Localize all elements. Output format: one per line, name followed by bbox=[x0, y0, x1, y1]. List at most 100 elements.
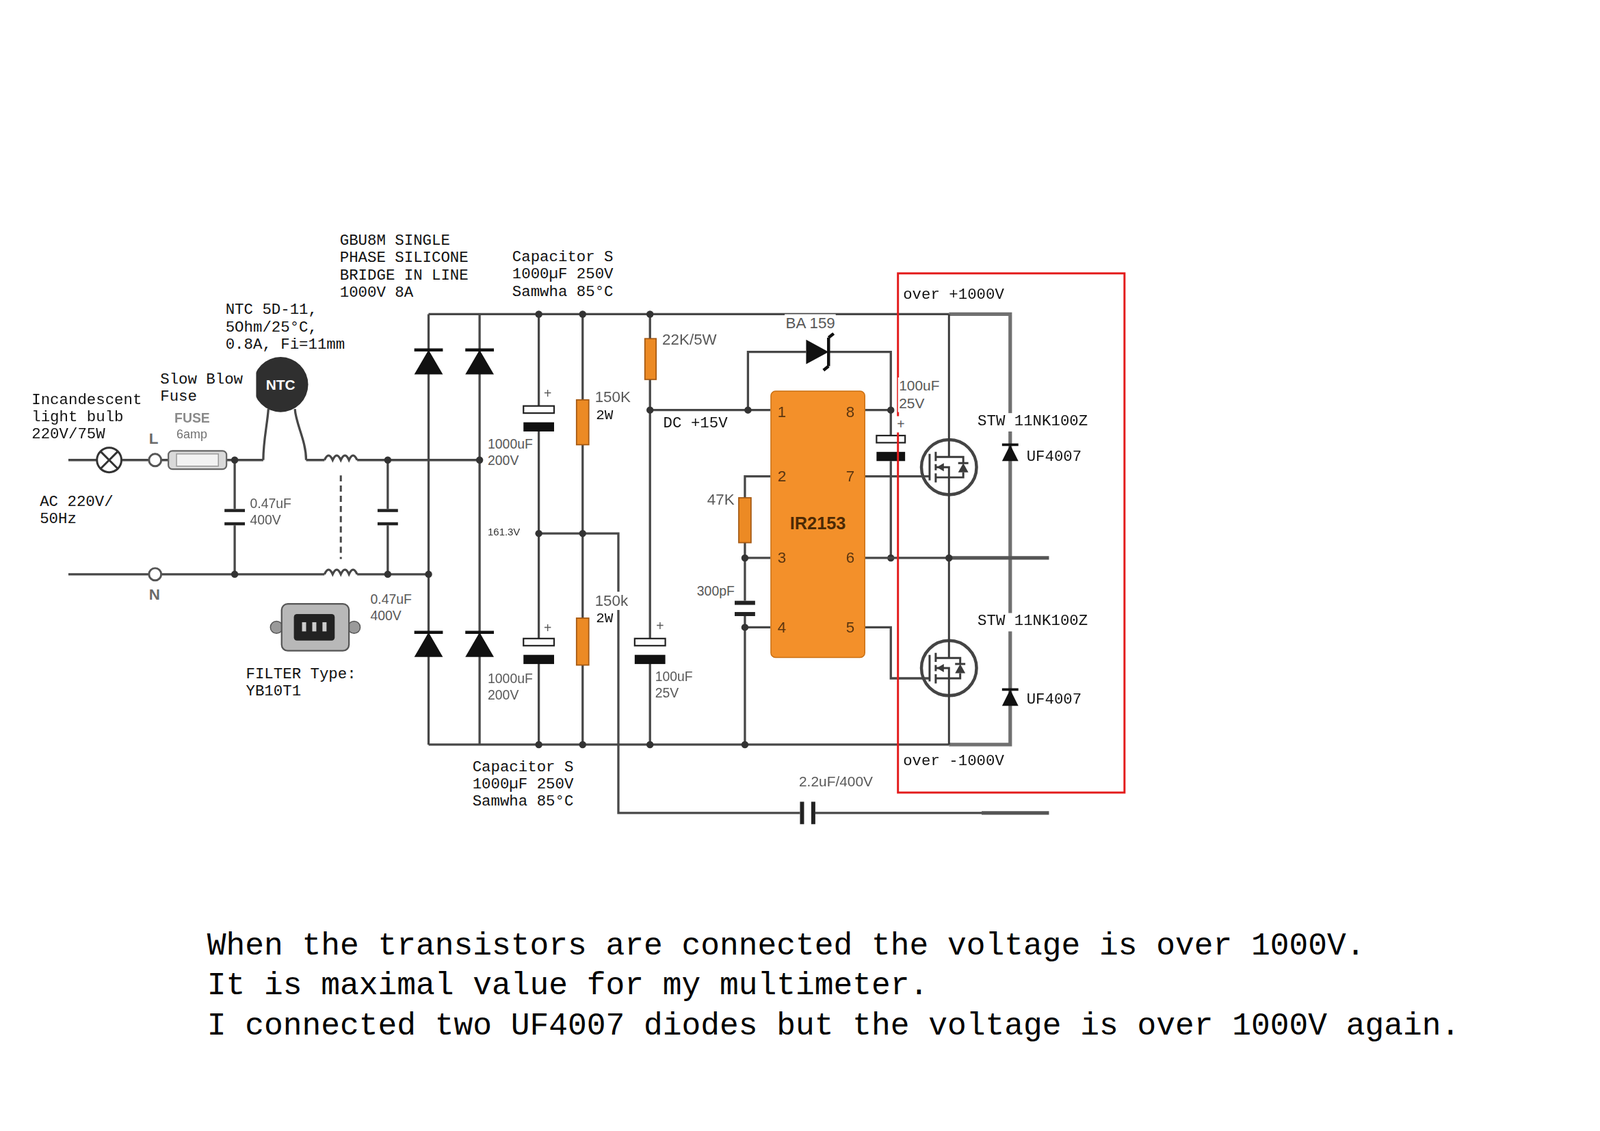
capacitor-symbol bbox=[224, 522, 245, 526]
capacitor-value: 100uF 25V bbox=[653, 669, 704, 703]
junction-dot bbox=[384, 456, 392, 464]
diode-symbol bbox=[465, 632, 494, 658]
part-spec: NTC 5D-11, 5Ohm/25°C, 0.8A, Fi=11mm bbox=[224, 302, 349, 355]
terminal-symbol bbox=[149, 568, 162, 581]
capacitor-symbol bbox=[523, 422, 555, 432]
gate-drive-wire bbox=[865, 627, 897, 679]
resistor-symbol bbox=[738, 497, 752, 544]
junction-dot bbox=[579, 530, 587, 537]
pin-number: 7 bbox=[844, 467, 856, 486]
fuse-symbol bbox=[168, 450, 227, 470]
polarity-mark: + bbox=[655, 618, 665, 635]
capacitor-symbol bbox=[634, 655, 666, 665]
lamp-symbol bbox=[97, 448, 122, 473]
capacitor-symbol bbox=[634, 638, 666, 646]
diode-symbol bbox=[414, 350, 494, 633]
pin-number: 3 bbox=[776, 549, 787, 568]
terminal-name: N bbox=[147, 585, 161, 605]
filter-picture bbox=[311, 622, 317, 632]
junction-dot bbox=[579, 741, 587, 749]
junction-dot bbox=[534, 310, 542, 318]
resistor-symbol bbox=[645, 338, 657, 380]
resistor-rating: 2W bbox=[595, 407, 615, 425]
transistor-part: STW 11NK100Z bbox=[976, 613, 1090, 633]
polarity-mark: + bbox=[543, 620, 553, 637]
capacitor-symbol bbox=[876, 435, 906, 443]
junction-dot bbox=[231, 571, 239, 579]
filter-picture bbox=[270, 621, 283, 634]
output-wire bbox=[948, 313, 1011, 745]
note-text: I connected two UF4007 diodes but the vo… bbox=[205, 1008, 1462, 1046]
capacitor-symbol bbox=[734, 601, 756, 606]
part-spec: Capacitor S 1000µF 250V Samwha 85°C bbox=[471, 759, 596, 812]
mosfet-symbol bbox=[954, 664, 966, 674]
part-spec: Capacitor S 1000µF 250V Samwha 85°C bbox=[510, 248, 636, 301]
lamp-symbol bbox=[101, 452, 118, 469]
junction-dots bbox=[231, 310, 953, 749]
resistor-value: 47K bbox=[705, 491, 736, 510]
part-spec: GBU8M SINGLE PHASE SILICONE BRIDGE IN LI… bbox=[338, 232, 491, 302]
capacitor-symbol bbox=[377, 522, 399, 526]
part-spec: FILTER Type: YB10T1 bbox=[244, 666, 360, 702]
junction-dot bbox=[887, 406, 895, 414]
pin-number: 2 bbox=[776, 467, 787, 486]
capacitor-symbol bbox=[876, 452, 906, 462]
diode-symbol bbox=[1002, 689, 1019, 706]
capacitor-value: 100uF 25V bbox=[898, 377, 948, 413]
mosfet-symbol bbox=[929, 313, 969, 559]
thermistor-name: NTC bbox=[266, 376, 296, 393]
resistor-value: 150K bbox=[593, 387, 632, 407]
filter-picture bbox=[281, 604, 349, 652]
junction-dot bbox=[534, 530, 542, 537]
part-spec: Slow Blow Fuse bbox=[159, 371, 256, 407]
junction-dot bbox=[579, 310, 587, 318]
capacitor-symbol bbox=[734, 612, 756, 617]
capacitor-value: 0.47uF 400V bbox=[248, 495, 299, 529]
pin-number: 6 bbox=[844, 549, 856, 568]
diode-symbol bbox=[823, 333, 834, 371]
terminal-name: L bbox=[147, 429, 160, 449]
polarity-mark: + bbox=[543, 385, 553, 403]
source-spec: AC 220V/ 50Hz bbox=[38, 493, 127, 529]
junction-dot bbox=[231, 456, 239, 464]
voltage-reading: over -1000V bbox=[902, 753, 1006, 772]
junction-dot bbox=[646, 310, 654, 318]
resistor-value: 150k bbox=[593, 591, 630, 611]
capacitor-symbol bbox=[811, 801, 816, 825]
filter-picture bbox=[322, 622, 327, 632]
junction-dot bbox=[646, 406, 654, 414]
diode-symbol bbox=[1002, 444, 1019, 690]
junction-dot bbox=[646, 741, 654, 749]
junction-dot bbox=[534, 741, 542, 749]
note-text: When the transistors are connected the v… bbox=[205, 928, 1367, 966]
part-name: BA 159 bbox=[784, 313, 836, 333]
diode-symbol bbox=[1002, 444, 1019, 462]
mosfet-symbol bbox=[936, 664, 944, 673]
junction-dot bbox=[945, 554, 953, 562]
pin-number: 4 bbox=[776, 618, 787, 637]
capacitor-value: 1000uF 200V bbox=[487, 671, 537, 705]
fuse-symbol bbox=[176, 454, 219, 467]
capacitor-value: 0.47uF 400V bbox=[369, 591, 419, 625]
diode-symbol bbox=[414, 632, 444, 658]
ic-package: IR2153 bbox=[770, 390, 866, 659]
voltage-note: DC +15V bbox=[662, 415, 729, 433]
capacitor-symbol bbox=[523, 655, 555, 665]
diode-part: UF4007 bbox=[1025, 448, 1083, 468]
wire bbox=[263, 409, 307, 461]
mosfet-symbol bbox=[958, 463, 969, 472]
resistor-rating: 2W bbox=[595, 610, 615, 628]
junction-dot bbox=[476, 456, 483, 464]
voltage-note: 161.3V bbox=[487, 526, 522, 540]
polarity-mark: + bbox=[896, 416, 906, 434]
fuse-marking: FUSE bbox=[173, 410, 212, 427]
filter-picture bbox=[302, 622, 307, 632]
capacitor-symbol bbox=[523, 406, 555, 414]
chip-name: IR2153 bbox=[790, 514, 847, 535]
capacitor-value: 300pF bbox=[695, 583, 736, 600]
resistor-symbol bbox=[576, 618, 589, 666]
diode-symbol bbox=[465, 350, 494, 375]
resistor-symbol bbox=[576, 400, 589, 446]
capacitor-symbol bbox=[799, 801, 804, 825]
